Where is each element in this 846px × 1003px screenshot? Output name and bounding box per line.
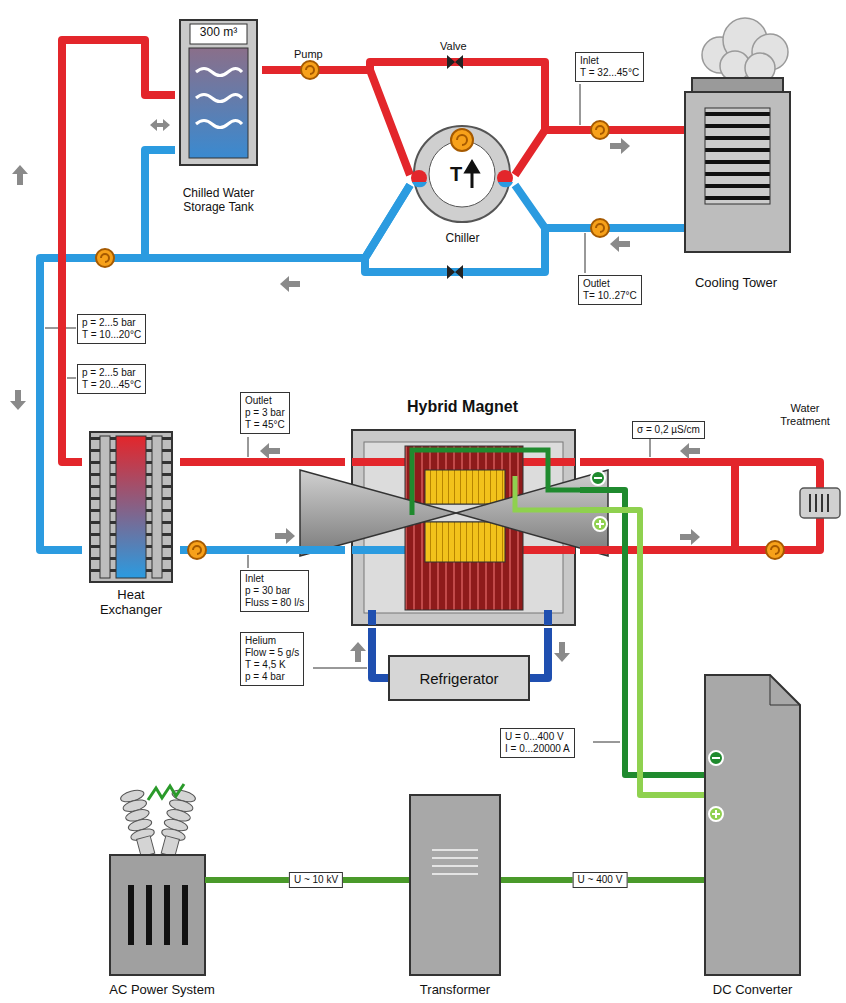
node-label: T xyxy=(443,163,469,186)
node-text: T = 20...45°C xyxy=(82,379,141,391)
dc-converter: DC Converter xyxy=(690,672,815,1002)
voltage-label: U ~ 10 kV xyxy=(289,872,343,888)
pipe xyxy=(262,70,410,175)
callout-box: HeliumFlow = 5 g/sT = 4,5 Kp = 4 bar xyxy=(240,632,304,686)
voltage-label: U ~ 400 V xyxy=(573,872,628,888)
callout-box: Outletp = 3 barT = 45°C xyxy=(240,392,290,434)
node-label: Helium xyxy=(245,635,299,647)
node-text: Flow = 5 g/s xyxy=(245,647,299,659)
pipe xyxy=(180,458,345,466)
node-label: σ = 0,2 µS/cm xyxy=(637,424,700,436)
callout-box: p = 2...5 barT = 10...20°C xyxy=(77,314,146,344)
node-label: 300 m³ xyxy=(190,25,247,39)
water-treatment: Water Treatment xyxy=(768,402,842,520)
node-text: p = 3 bar xyxy=(245,407,285,419)
node-text: T = 45°C xyxy=(245,419,285,431)
helium-line xyxy=(372,628,388,678)
node-label: U = 0...400 V xyxy=(505,731,570,743)
node-label: p = 2...5 bar xyxy=(82,367,141,379)
node-text: Chilled Water Storage Tank xyxy=(175,186,262,214)
node-text: T = 4,5 K xyxy=(245,659,299,671)
pipe xyxy=(40,185,410,550)
part-label: Pump xyxy=(294,48,323,60)
transformer: Transformer xyxy=(400,795,510,1002)
node-text: T= 10..27°C xyxy=(583,290,637,302)
node-text: Chiller xyxy=(410,231,515,245)
node-text: T = 32...45°C xyxy=(580,67,639,79)
node-text: I = 0...20000 A xyxy=(505,743,570,755)
cooling-tower: Cooling Tower xyxy=(672,20,800,292)
node-text: Fluss = 80 l/s xyxy=(245,597,304,609)
callout-box: Inletp = 30 barFluss = 80 l/s xyxy=(240,570,309,612)
dc-cable xyxy=(580,490,690,775)
callout-box: p = 2...5 barT = 20...45°C xyxy=(77,364,146,394)
part-label: Valve xyxy=(440,40,467,52)
node-label: DC Converter xyxy=(690,982,815,998)
node-label: Hybrid Magnet xyxy=(345,398,580,416)
hybrid-magnet: Hybrid Magnet xyxy=(345,398,580,628)
callout-box: U = 0...400 VI = 0...20000 A xyxy=(500,728,575,758)
node-label: Inlet xyxy=(245,573,304,585)
callout-box: OutletT= 10..27°C xyxy=(578,275,642,305)
helium-line xyxy=(530,628,548,678)
node-label: p = 2...5 bar xyxy=(82,317,141,329)
chiller: T Chiller xyxy=(410,123,515,250)
node-label: Cooling Tower xyxy=(672,275,800,290)
heat-exchanger: Heat Exchanger xyxy=(82,432,180,622)
callout-box: InletT = 32...45°C xyxy=(575,52,644,82)
pipe xyxy=(580,458,768,466)
node-label: AC Power System xyxy=(92,982,232,998)
node-text: T = 10...20°C xyxy=(82,329,141,341)
node-label: Outlet xyxy=(583,278,637,290)
node-text: p = 4 bar xyxy=(245,671,299,683)
pipe xyxy=(62,40,175,462)
ac-power-system: AC Power System xyxy=(92,782,232,1002)
node-text: p = 30 bar xyxy=(245,585,304,597)
node-label: Heat Exchanger xyxy=(91,587,171,617)
node-label: Inlet xyxy=(580,55,639,67)
node-label: Outlet xyxy=(245,395,285,407)
callout-box: σ = 0,2 µS/cm xyxy=(632,421,705,439)
dc-cable xyxy=(580,510,690,795)
storage-tank: 300 m³ Chilled Water Storage Tank xyxy=(175,18,262,218)
refrigerator-box: Refrigerator xyxy=(388,655,530,701)
pipe xyxy=(145,150,410,258)
pipe xyxy=(580,520,820,550)
node-label: Refrigerator xyxy=(419,670,498,687)
node-label: Transformer xyxy=(400,982,510,998)
node-label: Water Treatment xyxy=(768,402,842,428)
